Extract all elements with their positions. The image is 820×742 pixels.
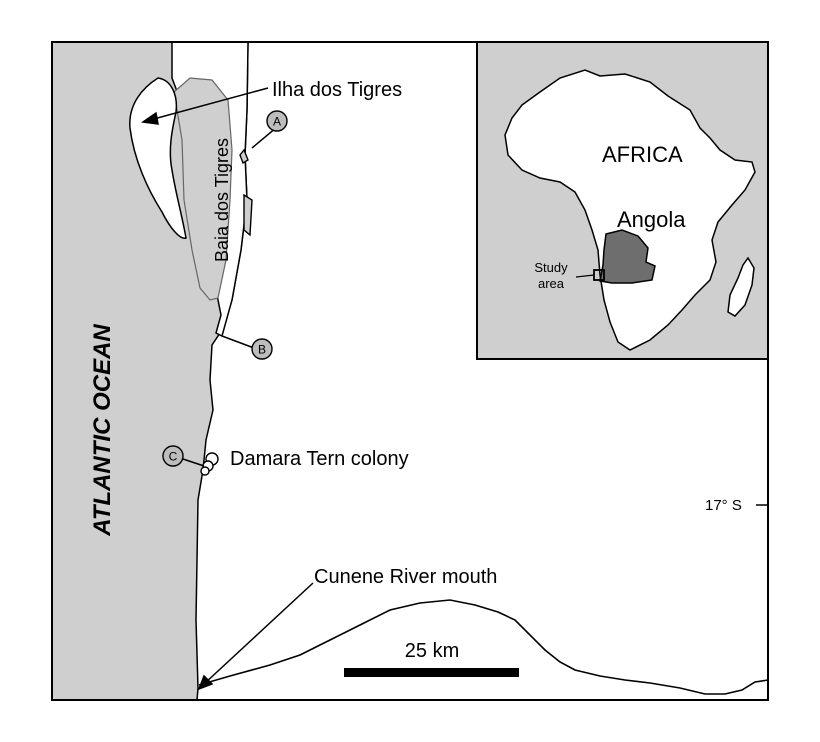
ilha-dos-tigres-label: Ilha dos Tigres	[272, 79, 402, 101]
baia-dos-tigres-water	[173, 77, 233, 301]
inlet-a	[239, 148, 249, 165]
latitude-label: 17° S	[705, 497, 742, 514]
angola-label: Angola	[617, 207, 686, 232]
baia-dos-tigres-label: Baia dos Tigres	[212, 138, 232, 262]
marker-c: C	[162, 445, 184, 467]
ilha-dos-tigres-island	[129, 77, 187, 239]
scale-bar: 25 km	[344, 640, 519, 677]
study-area-label-2: area	[538, 276, 565, 291]
marker-b: B	[251, 338, 273, 360]
damara-tern-colony-label: Damara Tern colony	[230, 448, 409, 470]
africa-continent	[504, 69, 756, 351]
scale-bar-line	[344, 668, 519, 677]
marker-a: A	[266, 110, 288, 132]
madagascar	[727, 256, 755, 317]
cunene-river-mouth-label: Cunene River mouth	[314, 566, 497, 588]
main-map-frame	[51, 41, 769, 701]
africa-label: AFRICA	[602, 142, 683, 167]
inlet-lagoon	[243, 193, 253, 237]
marker-c-label: C	[169, 450, 178, 464]
study-area-leader	[575, 274, 595, 278]
cunene-river	[198, 599, 769, 695]
marker-a-label: A	[273, 115, 281, 129]
inset-map: AFRICA Angola Study area	[476, 41, 769, 360]
atlantic-ocean-label: ATLANTIC OCEAN	[89, 324, 116, 537]
marker-b-label: B	[258, 343, 266, 357]
study-area-label-1: Study	[534, 260, 568, 275]
scale-bar-label: 25 km	[405, 640, 459, 662]
angola-country	[599, 229, 656, 284]
damara-tern-colony-marks	[200, 452, 219, 476]
